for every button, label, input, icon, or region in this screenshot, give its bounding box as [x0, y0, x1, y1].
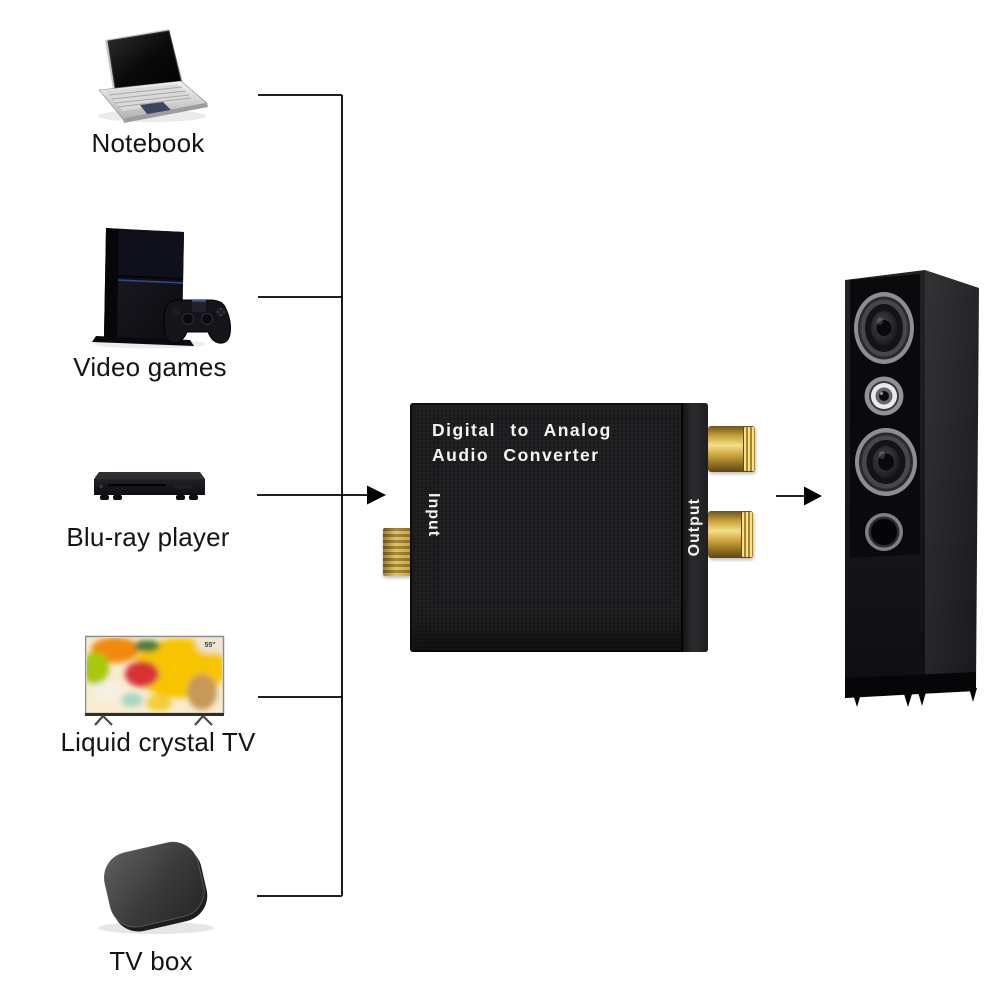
tv-screen-image [87, 638, 222, 711]
rca-output-connector-top [708, 426, 755, 472]
tv-box-label: TV box [109, 946, 193, 976]
video-games-label: Video games [73, 352, 227, 382]
converter-title-line2: Audio Converter [432, 445, 600, 465]
speaker-woofer-top [854, 292, 914, 364]
converter-side-panel: Output [681, 403, 708, 652]
speaker-spike-feet [853, 688, 977, 707]
notebook-label: Notebook [91, 128, 205, 158]
notebook-icon [98, 29, 208, 123]
dac-converter: Digital to Analog Audio Converter Input … [410, 403, 708, 652]
blu-ray-player-icon [94, 472, 205, 500]
speaker-bass-port [865, 513, 903, 551]
speaker-woofer-bottom [855, 428, 917, 496]
liquid-crystal-tv-label: Liquid crystal TV [60, 727, 256, 757]
converter-title: Digital to Analog Audio Converter [432, 418, 612, 468]
blu-ray-player-label: Blu-ray player [66, 522, 230, 552]
converter-title-line1: Digital to Analog [432, 420, 612, 440]
tv-size-badge: 55" [204, 642, 215, 649]
speaker-side-panel [925, 270, 979, 692]
toslink-input-connector [383, 528, 411, 576]
rca-output-connector-bottom [708, 511, 753, 558]
video-games-icon [92, 228, 231, 349]
tv-feet [94, 715, 213, 726]
converter-output-label: Output [686, 498, 703, 557]
arrow-to-converter-icon [367, 485, 386, 505]
speaker-tweeter [864, 376, 904, 416]
bracket-lines [257, 94, 369, 897]
arrow-to-speaker-icon [804, 486, 822, 506]
converter-input-label: Input [425, 493, 442, 538]
speaker-icon [845, 270, 979, 707]
tv-box-icon [98, 841, 214, 934]
liquid-crystal-tv-icon: 55" [85, 635, 225, 726]
